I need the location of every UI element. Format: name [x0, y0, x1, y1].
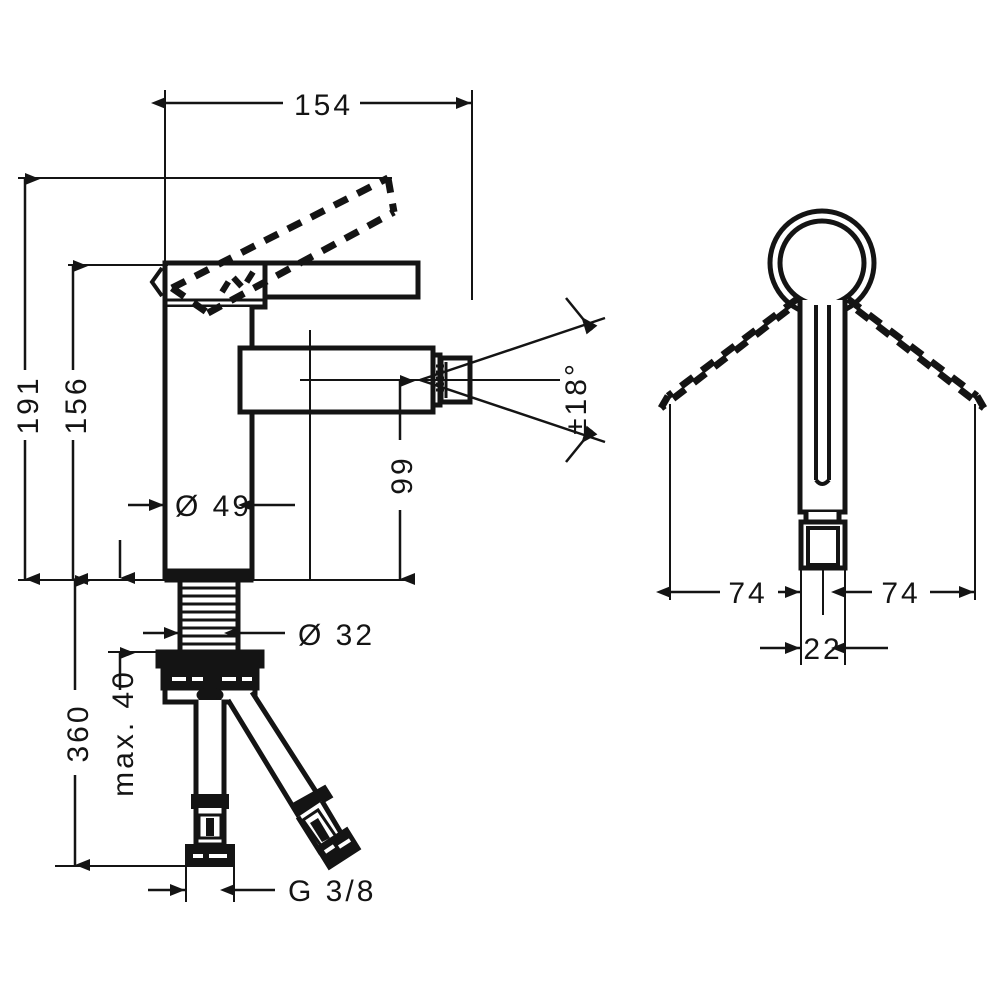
dimension-label-angle: ±18°: [560, 361, 593, 435]
front-view-dimension-lines: [656, 586, 974, 654]
hose-right-endfitting: [314, 826, 362, 871]
dimension-label-max40: max. 40: [107, 669, 140, 797]
front-base-block-inner: [806, 526, 840, 567]
dimension-label-74-left: 74: [728, 577, 767, 610]
dimension-label-99: 99: [386, 455, 419, 494]
hose-right-endfitting-slots: [323, 838, 352, 854]
handle-raised-position-dashed: [170, 174, 398, 317]
shank-top-flange: [164, 568, 254, 583]
side-view-dimension-lines: [23, 97, 471, 896]
mounting-stud-cap: [196, 687, 224, 703]
front-handle-inner-ring: [777, 218, 867, 308]
mounting-washer: [155, 649, 265, 669]
mounting-stud: [203, 666, 217, 693]
hose-left-connector-slot: [206, 818, 214, 836]
angle-arrow-lower: [565, 425, 598, 463]
dimension-label-g38: G 3/8: [288, 875, 376, 908]
supply-hose-left: [193, 700, 227, 803]
dimension-label-156: 156: [60, 375, 93, 434]
handle-raised-hinge-dashed: [219, 270, 256, 294]
hose-left-ferrule: [191, 794, 229, 809]
dimension-labels: 154 191 156 99 Ø 49 Ø 32 360 max. 40 G 3…: [12, 89, 920, 908]
hose-right-ferrule: [289, 784, 334, 819]
handle-hinge-nub: [149, 266, 164, 298]
dimension-label-74-right: 74: [881, 577, 920, 610]
angle-ray-lower: [419, 378, 606, 444]
angle-ray-upper: [419, 316, 606, 382]
angle-arrow-upper: [565, 297, 598, 335]
dimension-label-d32: Ø 32: [298, 619, 375, 652]
swivel-angle-indicator: [419, 297, 606, 463]
dimension-label-d49: Ø 49: [175, 490, 252, 523]
dimension-label-360: 360: [62, 703, 95, 762]
dimension-label-22: 22: [803, 633, 842, 666]
front-handle-swing-dashed: [657, 296, 988, 411]
dimension-label-191: 191: [12, 375, 45, 434]
front-column-inner-bottom: [814, 478, 831, 486]
hose-right-connector-slot: [310, 818, 330, 842]
threaded-shank: [177, 580, 241, 655]
dimension-label-154: 154: [294, 89, 353, 122]
front-body-column: [797, 300, 848, 515]
front-view-product: [767, 208, 877, 571]
